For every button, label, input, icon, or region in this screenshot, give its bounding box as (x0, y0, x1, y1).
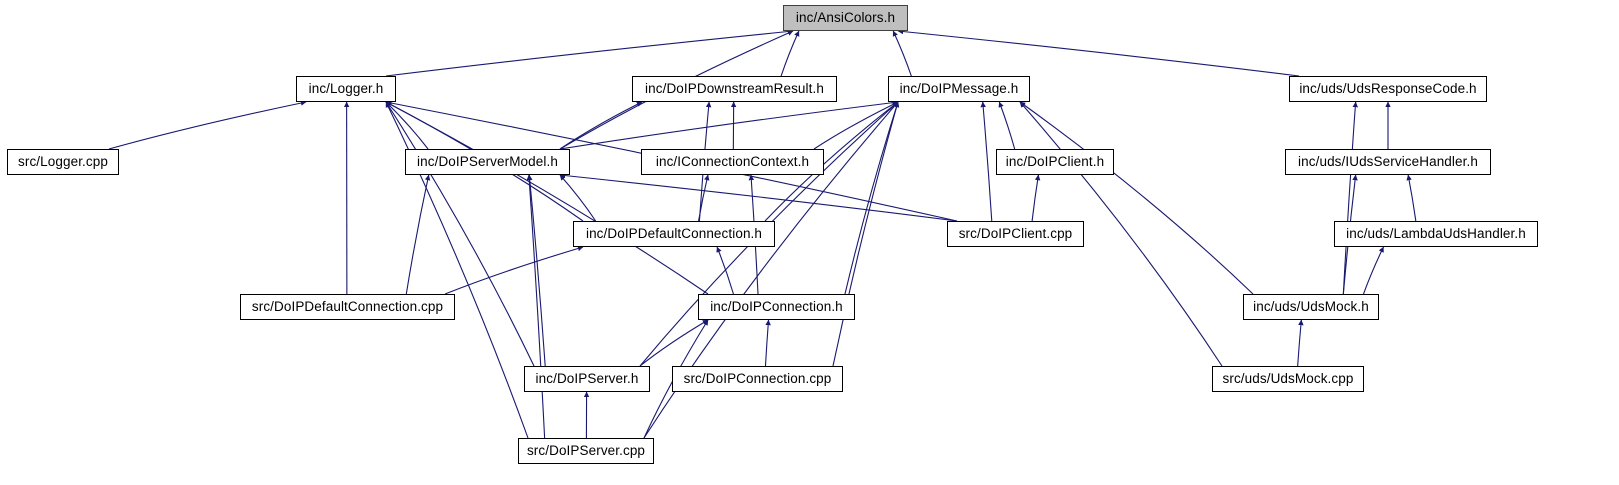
graph-node-udsmock_cpp[interactable]: src/uds/UdsMock.cpp (1212, 366, 1364, 392)
graph-node-label: inc/uds/IUdsServiceHandler.h (1298, 154, 1478, 170)
graph-node-logger_h[interactable]: inc/Logger.h (296, 76, 396, 102)
graph-node-label: src/DoIPServer.cpp (526, 443, 646, 459)
graph-edge-doipclient_cpp-to-doipclient_h (1031, 174, 1041, 222)
graph-edge-lambdauds-to-iudsservice (1406, 174, 1417, 222)
graph-edge-logger_cpp-to-logger_h (108, 100, 307, 150)
graph-edge-doipconn_cpp-to-doipmessage (832, 101, 900, 367)
graph-node-lambdauds[interactable]: inc/uds/LambdaUdsHandler.h (1334, 221, 1538, 247)
graph-edge-doipconn_h-to-logger_h (385, 101, 709, 295)
graph-node-label: inc/uds/UdsMock.h (1253, 299, 1369, 315)
graph-node-logger_cpp[interactable]: src/Logger.cpp (7, 149, 119, 175)
graph-edge-doipconn_cpp-to-doipconn_h (764, 319, 771, 367)
graph-node-iconnctx[interactable]: inc/IConnectionContext.h (641, 149, 824, 175)
graph-node-udsresponsecode[interactable]: inc/uds/UdsResponseCode.h (1289, 76, 1487, 102)
graph-edge-downstreamresult-to-ansicolors (780, 30, 800, 77)
graph-edge-udsmock_h-to-lambdauds (1362, 246, 1384, 295)
graph-edge-logger_h-to-ansicolors (385, 28, 794, 77)
graph-edge-udsmock_h-to-udsresponsecode (1342, 101, 1359, 295)
graph-edge-doipconn_h-to-doipmessage (844, 101, 900, 295)
graph-node-doipclient_cpp[interactable]: src/DoIPClient.cpp (947, 221, 1084, 247)
graph-edge-udsmock_cpp-to-doipmessage (1019, 101, 1223, 367)
graph-edge-doipserver_h-to-servermodel (527, 174, 546, 367)
graph-edge-doipclient_cpp-to-doipmessage (980, 101, 993, 222)
graph-edge-udsresponsecode-to-ansicolors (897, 28, 1300, 77)
graph-edge-iconnctx-to-doipmessage (813, 101, 899, 150)
graph-edge-doipclient_h-to-doipmessage (998, 101, 1016, 150)
graph-node-downstreamresult[interactable]: inc/DoIPDownstreamResult.h (632, 76, 837, 102)
graph-edge-doipserver_h-to-doipconn_h (639, 319, 709, 367)
graph-edge-doipserver_cpp-to-doipmessage (643, 101, 899, 439)
graph-node-label: inc/DoIPServerModel.h (417, 154, 558, 170)
graph-node-iudsservice[interactable]: inc/uds/IUdsServiceHandler.h (1285, 149, 1491, 175)
graph-node-label: inc/DoIPMessage.h (899, 81, 1019, 97)
graph-edge-doipmessage-to-ansicolors (892, 30, 912, 77)
graph-node-label: src/uds/UdsMock.cpp (1222, 371, 1354, 387)
graph-node-doipconn_cpp[interactable]: src/DoIPConnection.cpp (672, 366, 843, 392)
graph-node-doipclient_h[interactable]: inc/DoIPClient.h (996, 149, 1114, 175)
graph-node-ansicolors[interactable]: inc/AnsiColors.h (783, 5, 908, 31)
graph-edge-defaultconn_h-to-doipmessage (764, 101, 899, 222)
graph-node-label: inc/DoIPServer.h (535, 371, 639, 387)
graph-edge-doipserver_h-to-logger_h (385, 101, 535, 367)
graph-node-defaultconn_cpp[interactable]: src/DoIPDefaultConnection.cpp (240, 294, 455, 320)
graph-node-label: inc/DoIPDefaultConnection.h (585, 226, 763, 242)
graph-edge-doipserver_cpp-to-logger_h (385, 101, 529, 439)
graph-edge-defaultconn_h-to-iconnctx (698, 174, 710, 222)
graph-node-servermodel[interactable]: inc/DoIPServerModel.h (405, 149, 570, 175)
graph-node-label: inc/DoIPConnection.h (710, 299, 843, 315)
graph-node-doipmessage[interactable]: inc/DoIPMessage.h (888, 76, 1030, 102)
graph-edge-udsmock_cpp-to-udsmock_h (1297, 319, 1304, 367)
graph-edge-defaultconn_cpp-to-defaultconn_h (444, 245, 584, 295)
graph-edge-servermodel-to-downstreamresult (559, 101, 643, 150)
graph-node-doipserver_cpp[interactable]: src/DoIPServer.cpp (518, 438, 654, 464)
graph-node-label: inc/uds/LambdaUdsHandler.h (1346, 226, 1526, 242)
graph-node-label: src/DoIPClient.cpp (958, 226, 1073, 242)
graph-edge-doipserver_cpp-to-servermodel (526, 174, 546, 439)
graph-node-doipconn_h[interactable]: inc/DoIPConnection.h (698, 294, 855, 320)
graph-edge-defaultconn_cpp-to-servermodel (405, 174, 431, 295)
graph-node-label: inc/DoIPClient.h (1005, 154, 1105, 170)
graph-edge-doipclient_cpp-to-servermodel (559, 172, 958, 222)
graph-node-label: inc/DoIPDownstreamResult.h (645, 81, 824, 97)
graph-edge-servermodel-to-doipmessage (559, 99, 899, 150)
graph-node-defaultconn_h[interactable]: inc/DoIPDefaultConnection.h (573, 221, 775, 247)
graph-node-doipserver_h[interactable]: inc/DoIPServer.h (524, 366, 650, 392)
graph-node-label: inc/Logger.h (308, 81, 384, 97)
graph-node-label: src/DoIPConnection.cpp (683, 371, 832, 387)
graph-edge-defaultconn_h-to-servermodel (559, 174, 597, 222)
graph-node-label: src/DoIPDefaultConnection.cpp (251, 299, 444, 315)
graph-node-label: inc/IConnectionContext.h (655, 154, 810, 170)
graph-node-label: inc/AnsiColors.h (795, 10, 896, 26)
graph-edge-doipconn_h-to-defaultconn_h (716, 246, 734, 295)
graph-edge-udsmock_h-to-doipmessage (1019, 101, 1254, 295)
graph-node-udsmock_h[interactable]: inc/uds/UdsMock.h (1243, 294, 1379, 320)
graph-node-label: src/Logger.cpp (18, 154, 108, 170)
graph-node-label: inc/uds/UdsResponseCode.h (1299, 81, 1477, 97)
